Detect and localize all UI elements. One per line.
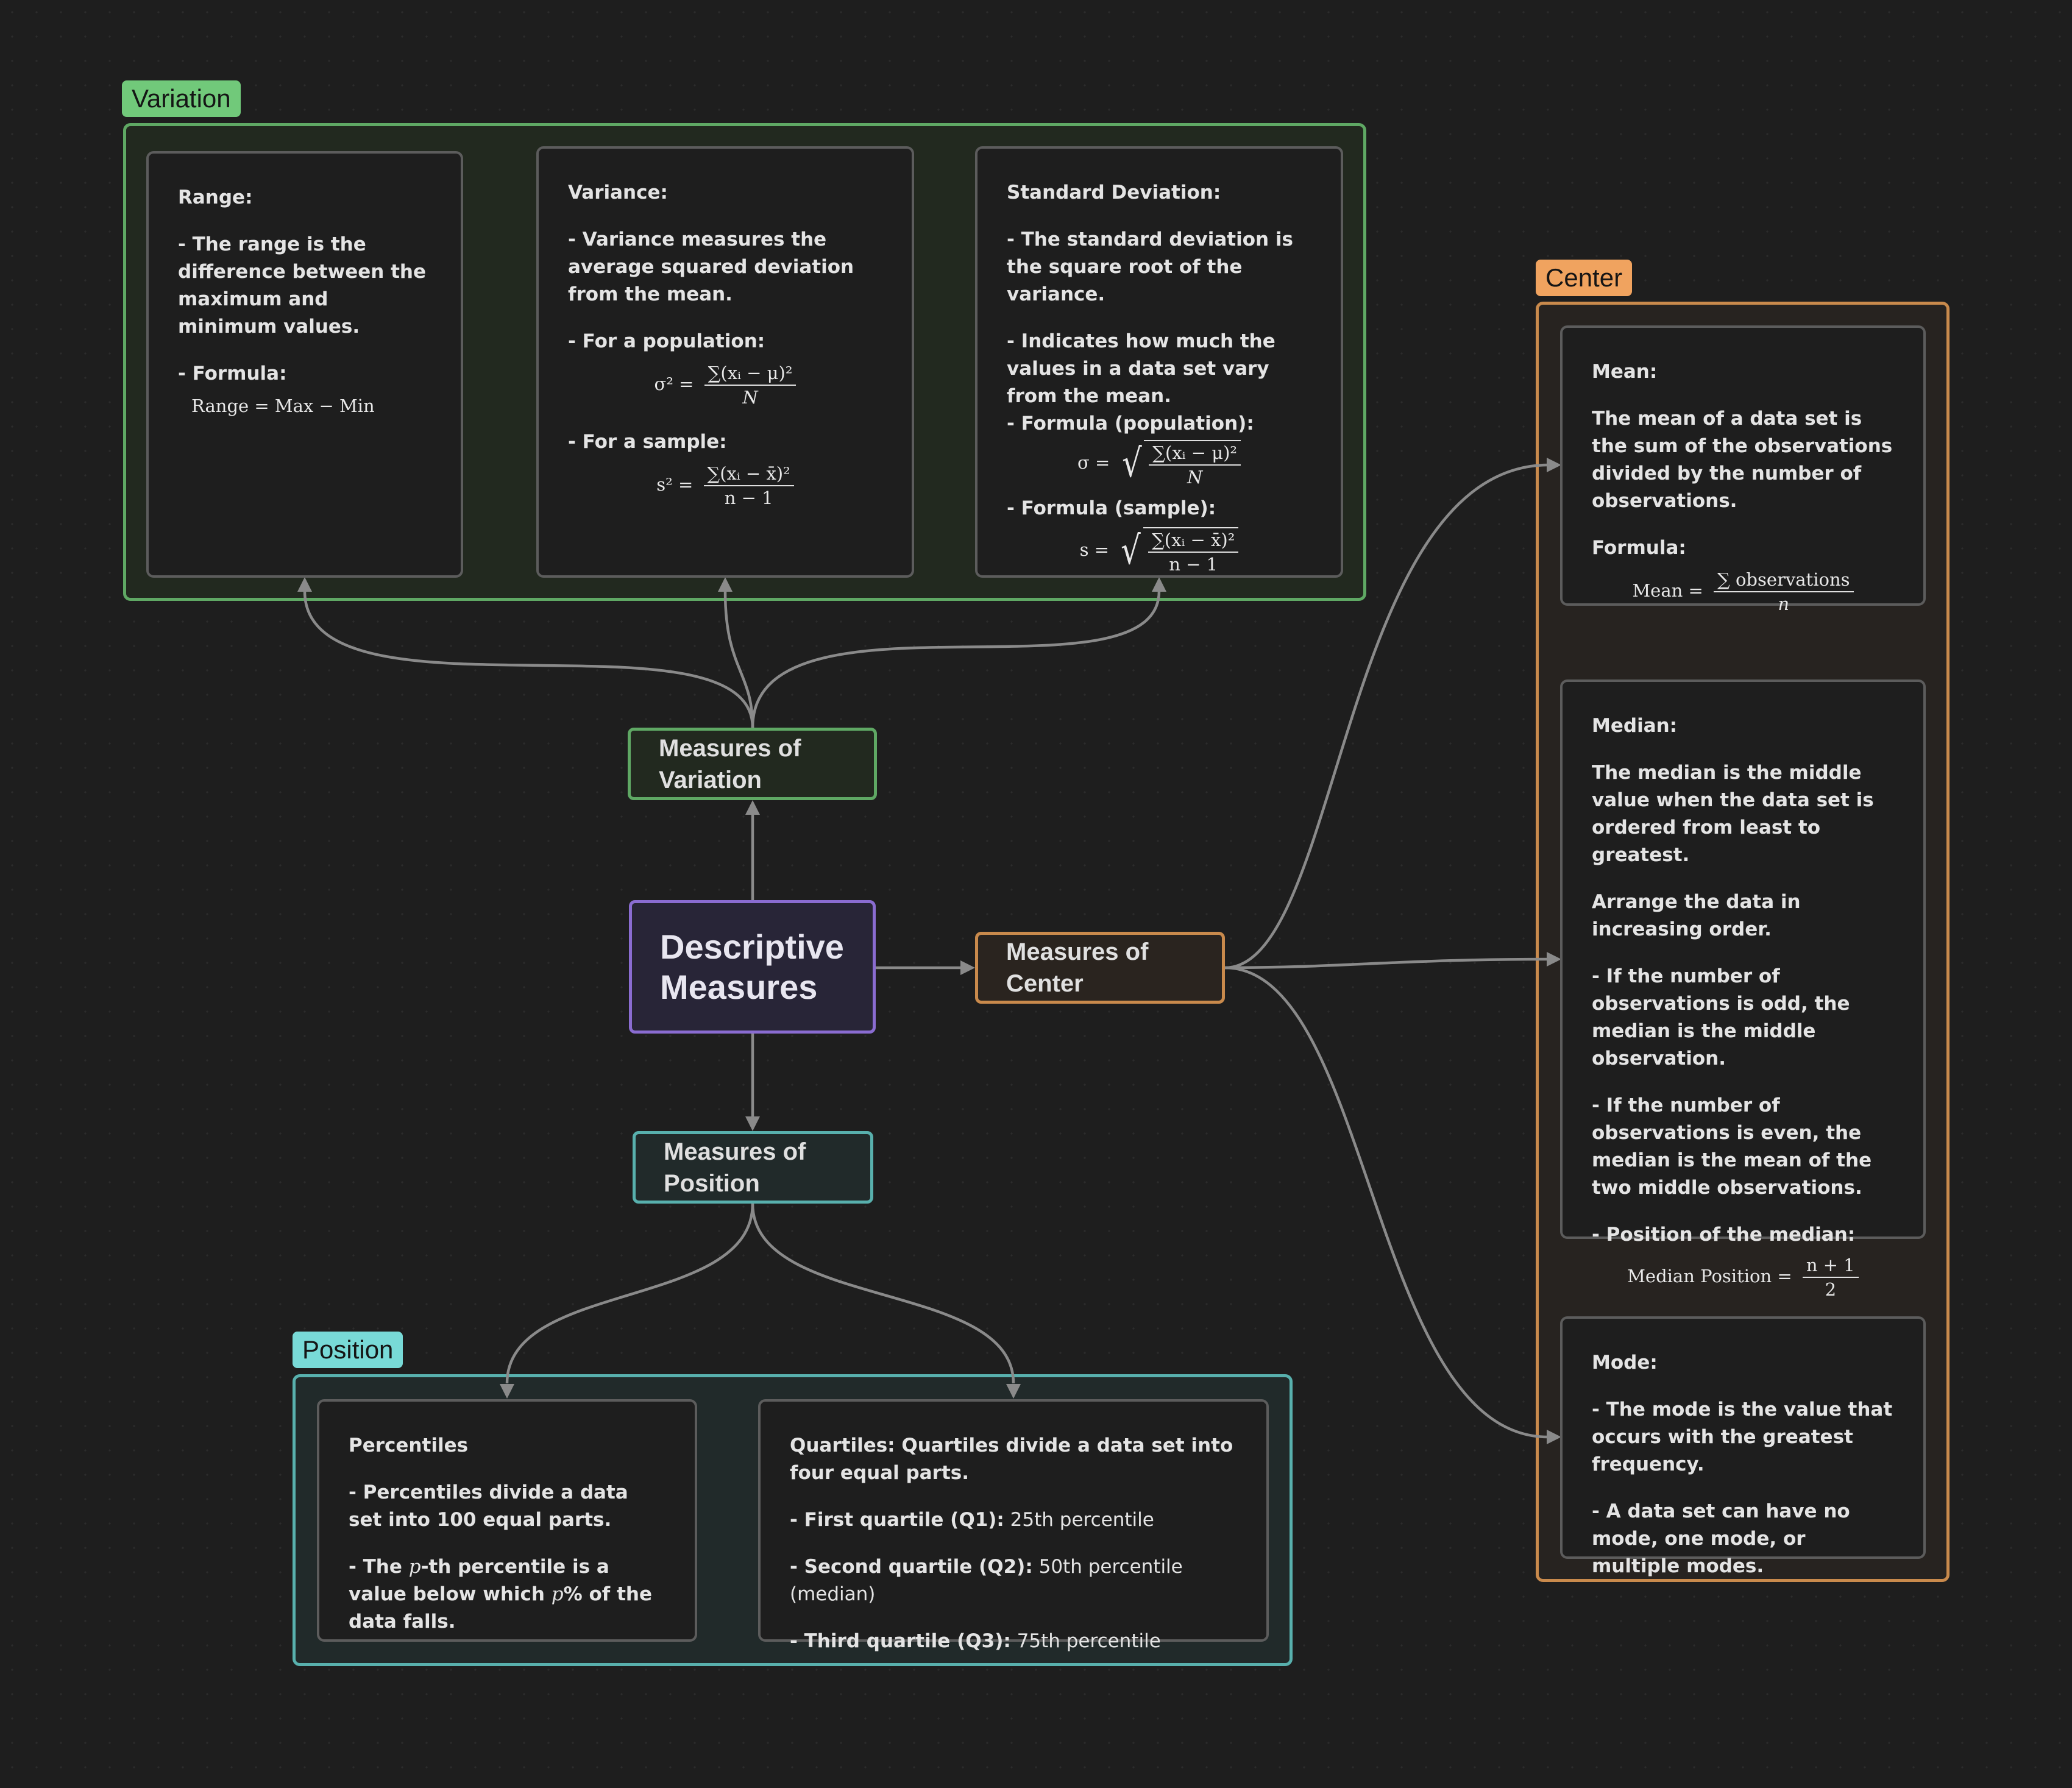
median-num: n + 1 [1802,1255,1859,1278]
mean-fraction: ∑ observations n [1714,569,1854,614]
stddev-text2: - Indicates how much the values in a dat… [1007,330,1275,407]
stddev-pop-label: - Formula (population): [1007,413,1254,435]
mean-text: The mean of a data set is the sum of the… [1592,408,1893,512]
stddev-title: Standard Deviation: [1007,182,1221,204]
variance-text: - Variance measures the average squared … [568,229,854,305]
quartiles-q3: - Third quartile (Q3): 75th percentile [790,1630,1161,1652]
percentiles-text1: - Percentiles divide a data set into 100… [349,1481,628,1531]
median-position-label: - Position of the median: [1592,1224,1856,1246]
edge-center-mode [1224,966,1549,1439]
percentiles-card[interactable]: Percentiles - Percentiles divide a data … [317,1399,697,1642]
variance-pop-num: ∑(xᵢ − μ)² [704,363,797,386]
mode-title: Mode: [1592,1352,1658,1374]
range-text: - The range is the difference between th… [178,233,427,338]
variance-sample-lhs: s² = [656,474,694,495]
edge-variation-variance [723,591,754,728]
stddev-sample-lhs: s = [1079,539,1110,560]
descriptive-measures-node[interactable]: Descriptive Measures [629,900,876,1034]
arrowhead-position-node [745,1116,760,1131]
stddev-card[interactable]: Standard Deviation: - The standard devia… [975,146,1343,578]
mean-card[interactable]: Mean: The mean of a data set is the sum … [1560,325,1926,614]
stddev-pop-fraction: ∑(xᵢ − μ)² N [1149,442,1241,488]
sqrt-icon-sample: √ ∑(xᵢ − x̄)² n − 1 [1118,527,1239,575]
mean-lhs: Mean = [1632,580,1703,601]
mean-num: ∑ observations [1714,569,1854,592]
mean-formula: Mean = ∑ observations n [1592,569,1894,614]
stddev-sample-den: n − 1 [1169,554,1218,575]
stddev-pop-num: ∑(xᵢ − μ)² [1149,442,1241,466]
range-formula: Range = Max − Min [191,396,375,416]
variance-sample-den: n − 1 [724,488,773,508]
quartiles-q1: - First quartile (Q1): 25th percentile [790,1509,1154,1531]
range-formula-label: - Formula: [178,363,287,385]
median-text1: The median is the middle value when the … [1592,762,1874,866]
percentiles-text2: - The p-th percentile is a value below w… [349,1556,652,1633]
variance-pop-den: N [742,387,758,408]
variance-card[interactable]: Variance: - Variance measures the averag… [536,146,914,578]
percentiles-title: Percentiles [349,1435,469,1456]
edge-variation-range [303,591,754,728]
variance-title: Variance: [568,182,668,204]
edge-variation-stddev [751,591,1161,728]
range-title: Range: [178,186,253,208]
median-text3: - If the number of observations is odd, … [1592,965,1850,1070]
variance-pop-fraction: ∑(xᵢ − μ)² N [704,363,797,408]
range-card[interactable]: Range: - The range is the difference bet… [146,151,463,578]
stddev-sample-fraction: ∑(xᵢ − x̄)² n − 1 [1148,530,1239,575]
variation-group-label[interactable]: Variation [122,80,241,118]
quartiles-card[interactable]: Quartiles: Quartiles divide a data set i… [758,1399,1269,1652]
median-text2: Arrange the data in increasing order. [1592,891,1801,940]
measures-of-variation-node[interactable]: Measures of Variation [628,728,877,800]
median-card[interactable]: Median: The median is the middle value w… [1560,679,1926,1300]
median-text4: - If the number of observations is even,… [1592,1094,1872,1199]
variance-sample-label: - For a sample: [568,431,727,453]
measures-of-center-node[interactable]: Measures of Center [975,932,1225,1004]
mode-card[interactable]: Mode: - The mode is the value that occur… [1560,1316,1926,1577]
variance-pop-formula: σ² = ∑(xᵢ − μ)² N [568,363,882,408]
measures-of-position-node[interactable]: Measures of Position [633,1131,873,1204]
stddev-pop-formula: σ = √ ∑(xᵢ − μ)² N [1007,440,1311,488]
quartiles-q2: - Second quartile (Q2): 50th percentile … [790,1556,1183,1605]
stddev-sample-formula: s = √ ∑(xᵢ − x̄)² n − 1 [1007,527,1311,575]
stddev-text1: - The standard deviation is the square r… [1007,229,1293,305]
mean-title: Mean: [1592,361,1658,383]
stddev-pop-den: N [1187,467,1203,488]
variance-sample-num: ∑(xᵢ − x̄)² [703,463,794,486]
center-group-label[interactable]: Center [1536,260,1633,297]
variance-pop-label: - For a population: [568,330,765,352]
stddev-sample-label: - Formula (sample): [1007,497,1216,519]
mode-text2: - A data set can have no mode, one mode,… [1592,1500,1850,1577]
median-lhs: Median Position = [1627,1266,1792,1286]
stddev-pop-lhs: σ = [1077,452,1110,473]
stddev-sample-num: ∑(xᵢ − x̄)² [1148,530,1239,553]
edge-center-median [1224,957,1549,970]
arrowhead-center-node [960,960,975,975]
position-group-label[interactable]: Position [293,1332,403,1369]
arrowhead-variation-node [745,800,760,815]
edge-position-quartiles [751,1203,1015,1384]
median-formula: Median Position = n + 1 2 [1592,1255,1894,1300]
median-title: Median: [1592,715,1678,737]
mode-text1: - The mode is the value that occurs with… [1592,1399,1893,1475]
variance-pop-lhs: σ² = [654,374,694,394]
variance-sample-fraction: ∑(xᵢ − x̄)² n − 1 [703,463,794,508]
mean-formula-label: Formula: [1592,537,1686,559]
sqrt-icon-pop: √ ∑(xᵢ − μ)² N [1119,440,1241,488]
edge-position-percentiles [505,1203,754,1384]
variance-sample-formula: s² = ∑(xᵢ − x̄)² n − 1 [568,463,882,508]
median-fraction: n + 1 2 [1802,1255,1859,1300]
quartiles-intro: Quartiles: Quartiles divide a data set i… [790,1435,1233,1484]
mean-den: n [1778,594,1790,614]
median-den: 2 [1825,1279,1837,1300]
